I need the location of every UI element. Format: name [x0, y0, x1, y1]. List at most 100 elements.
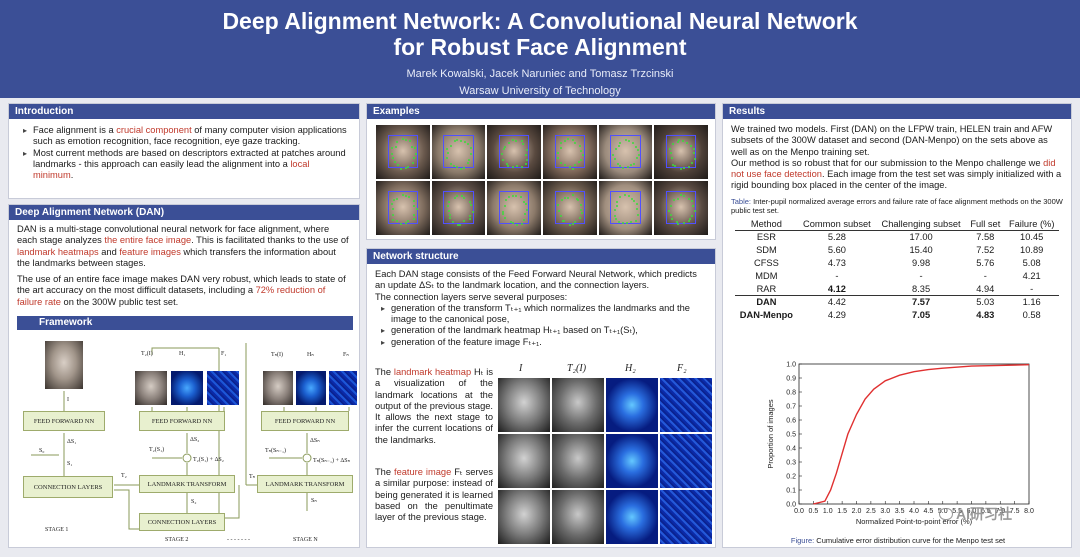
landmark-point [630, 163, 633, 166]
label-F1: F₁ [221, 351, 227, 357]
landmark-point [391, 153, 394, 156]
poster-title-line2: for Robust Face Alignment [393, 34, 687, 60]
example-face-image [598, 181, 653, 235]
landmark-point [448, 217, 451, 219]
landmark-point [502, 159, 505, 162]
landmark-point [466, 143, 469, 146]
y-tick-label: 0.9 [786, 376, 796, 383]
landmark-point [690, 161, 693, 164]
landmark-point [391, 214, 394, 217]
table-cell-full: 7.52 [976, 244, 995, 255]
bounding-box [610, 134, 641, 169]
network-grid-image [552, 490, 604, 544]
landmark-point [503, 148, 506, 151]
landmark-point [392, 207, 395, 210]
network-grid-image [606, 378, 658, 432]
network-grid-image [498, 378, 550, 432]
landmark-point [448, 200, 451, 203]
landmark-point [633, 200, 636, 203]
landmark-point [635, 157, 638, 160]
table-row: MDM---4.21 [735, 269, 1059, 282]
landmark-point [677, 222, 680, 225]
landmark-point [577, 160, 580, 163]
landmark-point [574, 141, 577, 144]
landmark-point [615, 217, 618, 220]
landmark-point [687, 166, 690, 169]
landmark-point [471, 210, 474, 213]
landmark-point [627, 139, 630, 142]
label-S1: S₁ [67, 461, 73, 467]
landmark-point [404, 222, 407, 225]
landmark-point [693, 209, 696, 212]
landmark-point [520, 195, 523, 198]
landmark-point [558, 210, 561, 213]
example-face-image [543, 181, 597, 235]
landmark-point [511, 221, 514, 224]
landmark-point [635, 208, 638, 211]
table-cell-challenging: - [919, 270, 923, 281]
landmark-point [515, 195, 518, 198]
landmark-point [627, 195, 630, 198]
dan-paragraph-2: The use of an entire face image makes DA… [17, 274, 346, 307]
landmark-point [580, 158, 583, 161]
landmark-point [516, 165, 519, 168]
table-cell-failure: - [1030, 283, 1034, 294]
landmark-point [567, 196, 570, 199]
network-list: generation of the transform Tₜ₊₁ which n… [367, 303, 715, 348]
table-cell-failure: 10.89 [1020, 244, 1044, 255]
y-tick-label: 1.0 [786, 362, 796, 369]
label-T2S1: T₂(S₁) [149, 447, 165, 453]
table-cell-common: 5.60 [827, 244, 846, 255]
landmark-point [404, 139, 407, 142]
landmark-point [559, 142, 562, 145]
network-bullet-1: generation of the transform Tₜ₊₁ which n… [381, 303, 707, 326]
landmark-point [614, 148, 617, 151]
feature-image-description: The feature image Fₜ serves a similar pu… [375, 467, 493, 523]
landmark-point [469, 204, 472, 207]
landmark-point [460, 195, 463, 198]
landmark-point [580, 212, 583, 215]
landmark-point [470, 152, 473, 155]
landmark-point [459, 168, 462, 171]
stage-separator-dashes: - - - - - - - [227, 537, 250, 543]
landmark-point [676, 140, 679, 143]
table-cell-challenging: 15.40 [909, 244, 933, 255]
network-grid-image [606, 434, 658, 488]
landmark-point [522, 219, 525, 222]
landmark-point [676, 197, 679, 200]
landmark-point [470, 147, 473, 150]
x-tick-label: 7.5 [1010, 508, 1020, 515]
landmark-point [568, 165, 571, 168]
stage2-feature-thumb [207, 371, 239, 405]
x-tick-label: 0.0 [794, 508, 804, 515]
table-cell-challenging: 17.00 [909, 232, 933, 243]
framework-arrows [31, 343, 350, 530]
example-face-image [431, 181, 486, 235]
landmark-point [559, 214, 562, 217]
table-cell-common: 4.29 [827, 309, 846, 320]
y-tick-label: 0.0 [786, 502, 796, 509]
bounding-box [554, 190, 585, 225]
ffnn-box-stagen: FEED FORWARD NN [261, 411, 349, 431]
network-grid-image [660, 490, 712, 544]
landmark-point [401, 193, 404, 196]
landmark-point [450, 144, 453, 147]
bounding-box [610, 190, 641, 225]
bounding-box [443, 134, 474, 169]
x-tick-label: 7.0 [995, 508, 1005, 515]
landmark-point [407, 166, 410, 169]
bounding-box [666, 190, 697, 225]
landmark-point [682, 222, 685, 225]
table-cell-full: - [983, 270, 987, 281]
landmark-point [621, 167, 624, 170]
landmark-point [415, 208, 418, 211]
landmark-point [693, 158, 696, 161]
landmark-point [576, 197, 579, 200]
grid-col-F2: F₂ [677, 363, 687, 374]
landmark-point [626, 221, 629, 224]
bounding-box [499, 134, 530, 169]
landmark-point [613, 209, 616, 212]
label-T2S1dS2: T₂(S₁) + ΔS₂ [193, 457, 224, 463]
